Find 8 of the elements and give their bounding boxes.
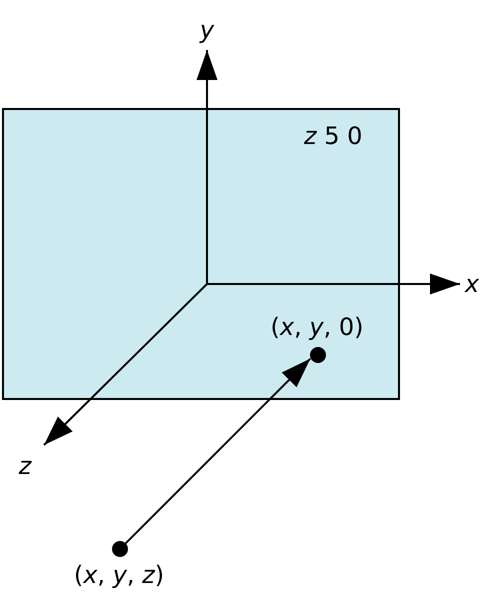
point-label: (x, y, z) bbox=[74, 563, 164, 587]
point-label: (x, y, 0) bbox=[270, 315, 364, 339]
axis-label: z bbox=[18, 454, 32, 478]
axis-label: y bbox=[200, 18, 214, 42]
arrow bbox=[124, 358, 312, 544]
plane-label: z 5 0 bbox=[304, 124, 362, 148]
axis-label: x bbox=[464, 272, 480, 296]
plane-rectangle bbox=[2, 108, 400, 400]
